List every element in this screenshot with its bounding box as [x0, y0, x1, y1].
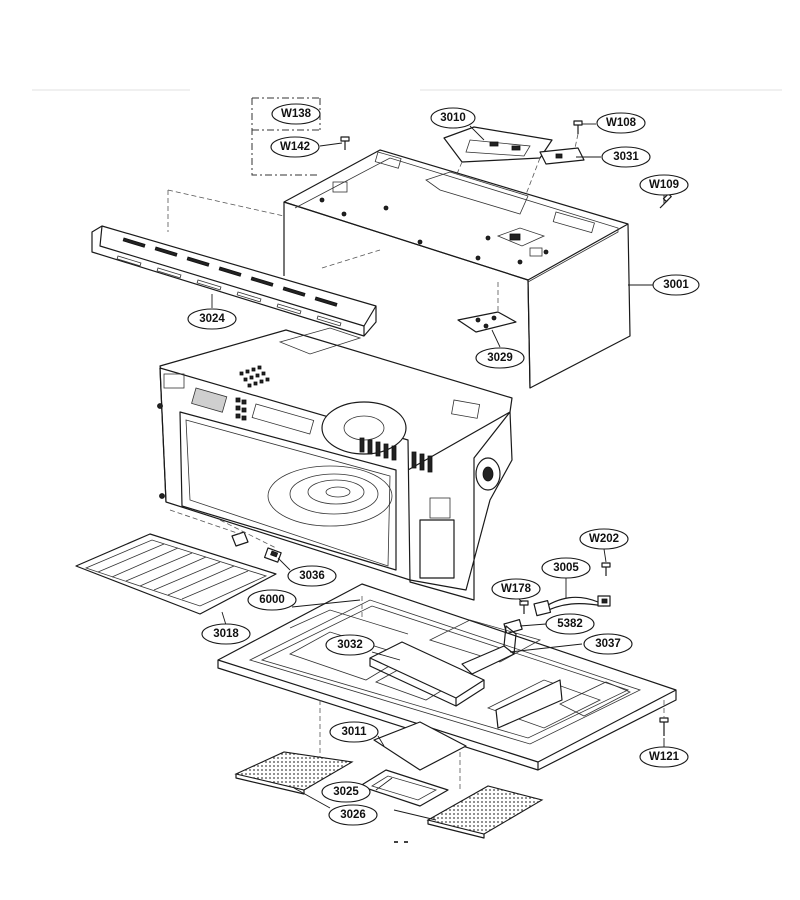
callout-label: W121 [649, 751, 680, 763]
callout-3037: 3037 [583, 633, 633, 655]
callout-label: 3001 [663, 279, 689, 291]
callout-3032: 3032 [325, 634, 375, 656]
callout-3024: 3024 [187, 308, 237, 330]
part-3036-sensor [263, 547, 282, 563]
callout-3018: 3018 [201, 623, 251, 645]
callout-label: 3032 [337, 639, 363, 651]
callout-label: 5382 [557, 618, 583, 630]
part-3037-bracket [461, 625, 563, 729]
callout-3029: 3029 [475, 347, 525, 369]
part-3029-bracket [457, 311, 517, 333]
leader-lines [211, 123, 665, 821]
callout-label: 3036 [299, 570, 325, 582]
callout-label: W202 [589, 533, 619, 545]
callout-6000: 6000 [247, 589, 297, 611]
callout-label: 3018 [213, 628, 239, 640]
callout-w202: W202 [579, 528, 629, 550]
part-3005-wire-harness [533, 595, 611, 617]
callout-w138: W138 [271, 103, 321, 125]
part-3031-bracket [539, 147, 585, 165]
callout-w109: W109 [639, 174, 689, 196]
callout-label: W108 [606, 117, 637, 129]
screw-w109 [659, 193, 672, 209]
callout-label: W142 [280, 141, 310, 153]
part-3024-vent-grille [91, 225, 377, 337]
part-3010-top-bracket [443, 126, 553, 163]
part-3032-duct [289, 609, 485, 707]
callout-label: W109 [649, 179, 679, 191]
callout-3026: 3026 [328, 804, 378, 826]
callout-label: 3005 [553, 562, 579, 574]
callout-5382: 5382 [545, 613, 595, 635]
callout-label: W178 [501, 583, 532, 595]
callout-3005: 3005 [541, 557, 591, 579]
part-3001-outer-case [283, 149, 631, 389]
callout-label: 3031 [613, 151, 639, 163]
callout-label: 6000 [259, 594, 285, 606]
callout-w108: W108 [596, 112, 646, 134]
part-3025-filter-frame [359, 769, 449, 807]
callout-label: 3011 [342, 726, 368, 738]
callout-3011: 3011 [329, 721, 379, 743]
screw-w108 [573, 120, 583, 134]
callout-label: 3010 [440, 112, 466, 124]
part-3018-rack [75, 533, 277, 615]
clip-part [231, 531, 249, 547]
callout-w121: W121 [639, 746, 689, 768]
screw-w178 [519, 600, 529, 614]
screw-w142 [340, 136, 350, 150]
callout-label: W138 [281, 108, 312, 120]
callout-label: 3024 [199, 313, 225, 325]
callout-w178: W178 [491, 578, 541, 600]
screw-w121 [659, 717, 669, 736]
callout-label: 3025 [333, 786, 359, 798]
callout-w142: W142 [270, 136, 320, 158]
callout-3010: 3010 [430, 107, 476, 129]
cavity-chassis [157, 327, 513, 601]
callout-3001: 3001 [652, 274, 700, 296]
screw-w202 [601, 562, 611, 576]
callout-3036: 3036 [287, 565, 337, 587]
part-3011-cover [373, 721, 467, 771]
callout-label: 3029 [487, 352, 513, 364]
callout-label: 3037 [595, 638, 621, 650]
callout-3025: 3025 [321, 781, 371, 803]
callout-label: 3026 [340, 809, 366, 821]
callout-3031: 3031 [601, 146, 651, 168]
part-3026-grease-filter-right [426, 785, 544, 839]
part-3026-grease-filter-left [234, 751, 354, 795]
